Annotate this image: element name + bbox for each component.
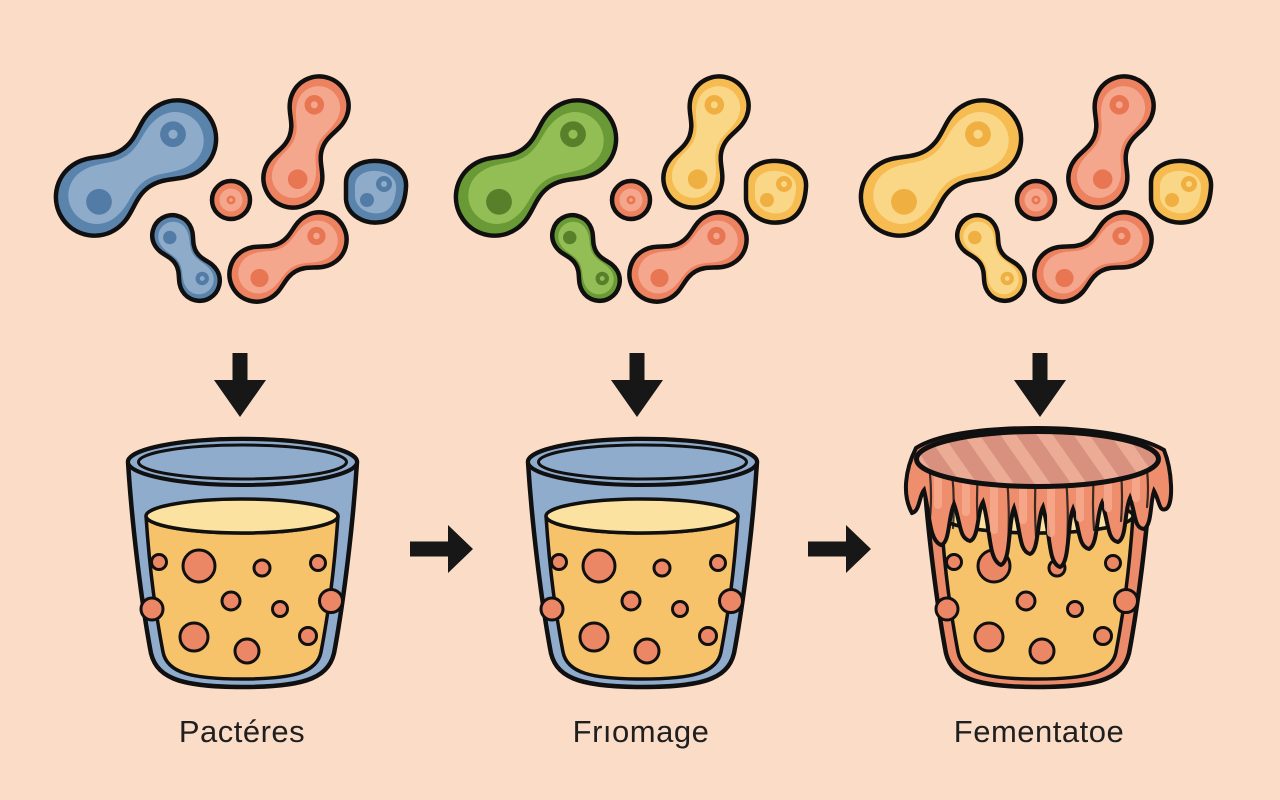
- bacterium-double-lobe: [143, 206, 229, 310]
- bacterium-vertical-peanut: [653, 66, 759, 218]
- striped-lid: [914, 429, 1161, 489]
- down-arrow-icon-3: [1014, 353, 1066, 417]
- bacterium-large-peanut: [846, 85, 1037, 251]
- stage-label-1: Pactéres: [178, 714, 306, 749]
- bacterium-small-circle: [212, 181, 250, 219]
- bacterium-small-circle: [1017, 181, 1055, 219]
- right-arrow-icon-1: [410, 525, 473, 573]
- stage-label-3: Fementatoe: [953, 714, 1125, 749]
- bacterium-large-peanut: [441, 85, 632, 251]
- right-arrow-icon-2: [808, 525, 871, 573]
- overflow-drip: [903, 425, 1174, 570]
- bacterium-double-lobe: [948, 206, 1034, 310]
- bacterium-large-peanut: [41, 85, 232, 251]
- down-arrow-icon-1: [214, 353, 266, 417]
- culture-vessel-2: [528, 439, 757, 687]
- bacteria-cluster-3: [846, 66, 1211, 313]
- bacterium-vertical-peanut: [1058, 66, 1164, 218]
- bacteria-cluster-2: [441, 66, 806, 313]
- culture-vessel-1: [128, 439, 357, 687]
- bacterium-blob: [746, 161, 806, 223]
- bacterium-double-lobe: [543, 206, 629, 310]
- bacterium-blob: [1151, 161, 1211, 223]
- bacterium-vertical-peanut: [253, 66, 359, 218]
- down-arrow-icon-2: [611, 353, 663, 417]
- bacterium-small-circle: [612, 181, 650, 219]
- bacterium-blob: [346, 161, 406, 223]
- bacteria-cluster-1: [41, 66, 406, 313]
- stage-label-2: Frıomage: [572, 714, 710, 749]
